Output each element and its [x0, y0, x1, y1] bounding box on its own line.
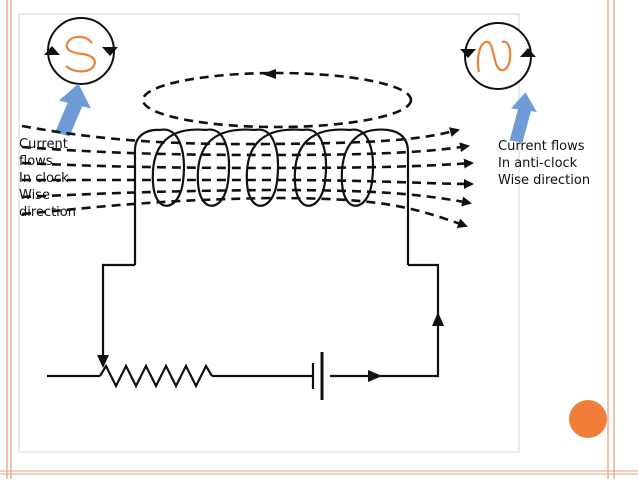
- field-loop-top: [141, 69, 413, 129]
- right-current-label: Current flows In anti-clock Wise directi…: [498, 139, 591, 188]
- right-blue-arrow-icon: [509, 92, 537, 143]
- left-blue-arrow-icon: [55, 83, 91, 137]
- orange-circle-icon: [569, 400, 607, 438]
- clockwise-indicator-icon: [44, 17, 118, 85]
- field-lines: [21, 124, 474, 229]
- circuit: [47, 263, 440, 400]
- rheostat-arrow-icon: [97, 355, 109, 368]
- left-current-label: Current flows In clock Wise direction: [19, 137, 76, 220]
- current-up-arrow-icon: [432, 312, 444, 326]
- diagram-border: [18, 13, 520, 453]
- anticlockwise-indicator-icon: [460, 22, 536, 90]
- current-right-arrow-icon: [368, 370, 382, 382]
- solenoid-coil: [133, 128, 410, 265]
